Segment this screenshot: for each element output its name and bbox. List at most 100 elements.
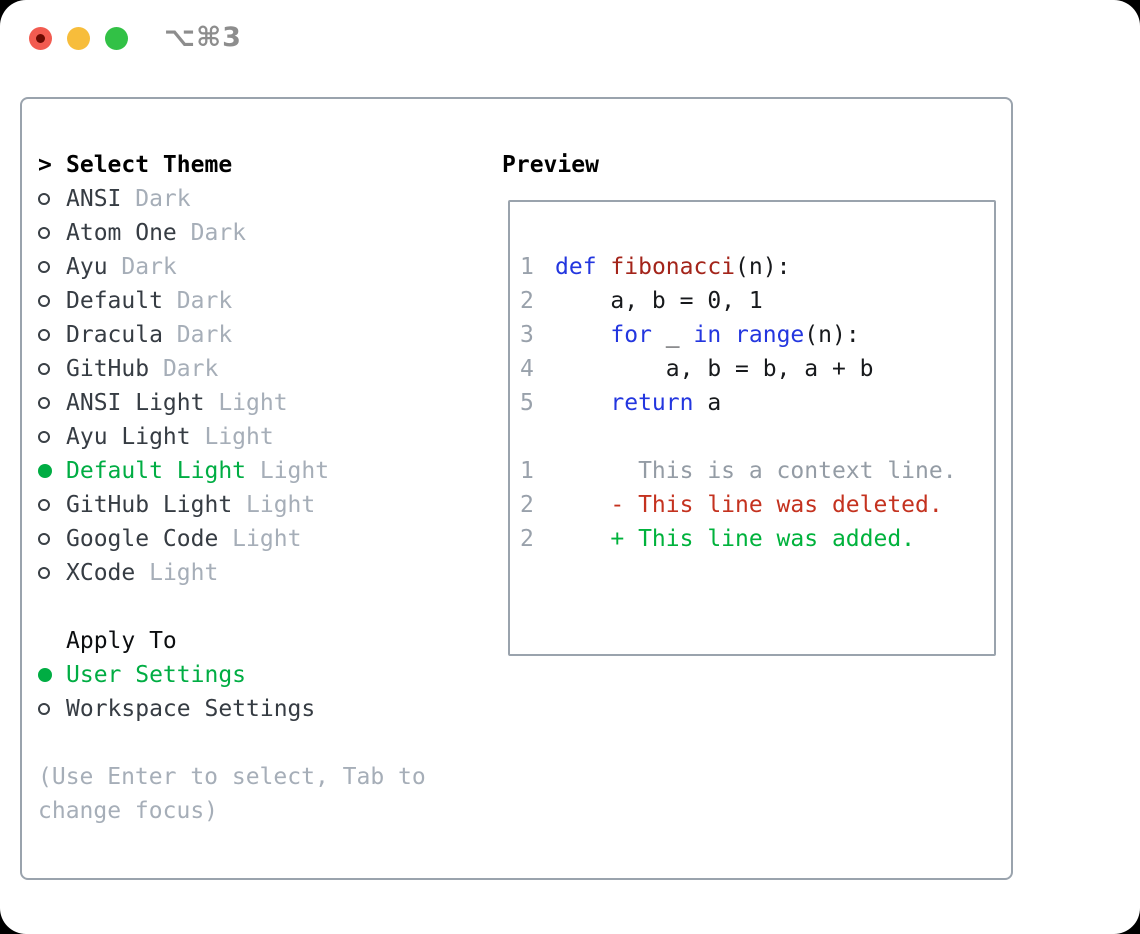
code-token-pl: a, b = 0, 1: [555, 288, 763, 314]
code-token-pl: [555, 390, 610, 416]
code-token-pl: [597, 254, 611, 280]
radio-unselected-icon: [38, 397, 66, 409]
code-line: 5 return a: [520, 386, 994, 420]
circle-icon: [38, 227, 50, 239]
theme-name: Ayu Light: [66, 424, 191, 450]
radio-unselected-icon: [38, 703, 66, 715]
apply-to-title: Apply To: [66, 628, 177, 654]
code-line: 3 for _ in range(n):: [520, 318, 994, 352]
theme-option[interactable]: Atom One Dark: [38, 216, 488, 250]
code-token-pl: a, b = b, a + b: [555, 356, 874, 382]
line-number: 3: [520, 322, 534, 348]
theme-option[interactable]: Ayu Light Light: [38, 420, 488, 454]
hint-line: (Use Enter to select, Tab to: [38, 764, 426, 790]
theme-name: GitHub: [66, 356, 150, 382]
code-token-del: - This line was deleted.: [610, 492, 943, 518]
window-title-shortcut: ⌥⌘3: [164, 22, 242, 53]
theme-variant: Dark: [121, 186, 191, 212]
filled-circle-icon: [38, 464, 52, 478]
theme-option[interactable]: XCode Light: [38, 556, 488, 590]
theme-variant: Light: [135, 560, 219, 586]
radio-unselected-icon: [38, 499, 66, 511]
radio-selected-icon: [38, 464, 66, 478]
code-token-fn: fibonacci: [610, 254, 736, 280]
close-button[interactable]: [29, 27, 52, 50]
code-token-ctx: This is a context line.: [555, 458, 957, 484]
code-token-pl: (n):: [804, 322, 860, 348]
theme-name: XCode: [66, 560, 136, 586]
code-token-add: + This line was added.: [610, 526, 916, 552]
radio-unselected-icon: [38, 567, 66, 579]
select-theme-header: >Select Theme: [38, 148, 488, 182]
apply-to-option[interactable]: User Settings: [38, 658, 488, 692]
theme-name: Ayu: [66, 254, 108, 280]
theme-option[interactable]: ANSI Light Light: [38, 386, 488, 420]
preview-title: Preview: [502, 152, 599, 178]
line-number: 2: [520, 492, 534, 518]
select-theme-title: Select Theme: [66, 152, 233, 178]
theme-variant: Dark: [162, 322, 233, 348]
theme-name: ANSI Light: [66, 390, 205, 416]
theme-option[interactable]: GitHub Light Light: [38, 488, 488, 522]
radio-unselected-icon: [38, 227, 66, 239]
theme-option[interactable]: Default Light Light: [38, 454, 488, 488]
circle-icon: [38, 329, 50, 341]
apply-to-header: Apply To: [38, 624, 488, 658]
code-token-kw: for: [610, 322, 652, 348]
radio-selected-icon: [38, 668, 66, 682]
titlebar: ⌥⌘3: [0, 0, 1140, 78]
radio-unselected-icon: [38, 431, 66, 443]
theme-option[interactable]: Ayu Dark: [38, 250, 488, 284]
code-token-pl: [555, 526, 610, 552]
line-number: 2: [520, 288, 534, 314]
hint-line: change focus): [38, 798, 219, 824]
theme-name: ANSI: [66, 186, 122, 212]
spacer: [38, 726, 488, 760]
theme-option[interactable]: Google Code Light: [38, 522, 488, 556]
circle-icon: [38, 431, 50, 443]
circle-icon: [38, 295, 50, 307]
circle-icon: [38, 499, 50, 511]
code-blank-line: [520, 420, 994, 454]
theme-name: Atom One: [66, 220, 177, 246]
line-number: 4: [520, 356, 534, 382]
theme-variant: Light: [232, 492, 316, 518]
theme-option[interactable]: GitHub Dark: [38, 352, 488, 386]
theme-name: Default: [66, 288, 163, 314]
diff-added-line: 2 + This line was added.: [520, 522, 994, 556]
code-token-kw: return: [610, 390, 694, 416]
diff-deleted-line: 2 - This line was deleted.: [520, 488, 994, 522]
minimize-button[interactable]: [67, 27, 90, 50]
line-number: 2: [520, 526, 534, 552]
keyboard-hint: (Use Enter to select, Tab to change focus…: [38, 760, 488, 828]
code-line: 2 a, b = 0, 1: [520, 284, 994, 318]
theme-option[interactable]: ANSI Dark: [38, 182, 488, 216]
apply-to-option-label: User Settings: [66, 662, 247, 688]
theme-option[interactable]: Dracula Dark: [38, 318, 488, 352]
radio-unselected-icon: [38, 261, 66, 273]
circle-icon: [38, 533, 50, 545]
line-number: 1: [520, 458, 534, 484]
radio-unselected-icon: [38, 193, 66, 205]
zoom-button[interactable]: [105, 27, 128, 50]
code-token-kw: def: [555, 254, 597, 280]
radio-unselected-icon: [38, 329, 66, 341]
window-controls: [29, 27, 128, 50]
spacer: [38, 590, 488, 624]
apply-to-option[interactable]: Workspace Settings: [38, 692, 488, 726]
theme-variant: Dark: [149, 356, 219, 382]
circle-icon: [38, 193, 50, 205]
circle-icon: [38, 703, 50, 715]
code-token-kw: range: [735, 322, 805, 348]
theme-variant: Light: [246, 458, 330, 484]
theme-option[interactable]: Default Dark: [38, 284, 488, 318]
